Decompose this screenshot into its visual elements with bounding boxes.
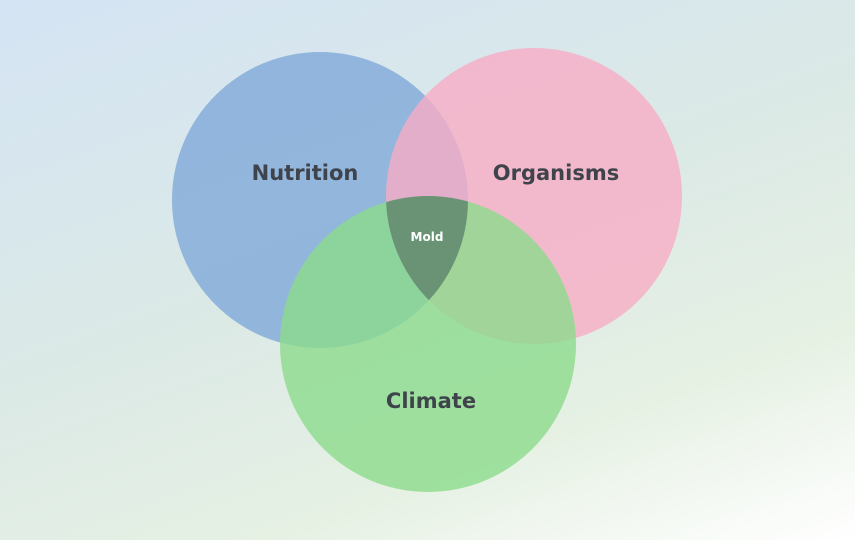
venn-labels: Nutrition Organisms Climate Mold — [252, 161, 620, 413]
climate-label: Climate — [386, 389, 476, 413]
nutrition-label: Nutrition — [252, 161, 359, 185]
mold-label: Mold — [411, 230, 444, 244]
venn-circles — [172, 48, 682, 492]
organisms-label: Organisms — [493, 161, 619, 185]
climate-circle — [280, 196, 576, 492]
